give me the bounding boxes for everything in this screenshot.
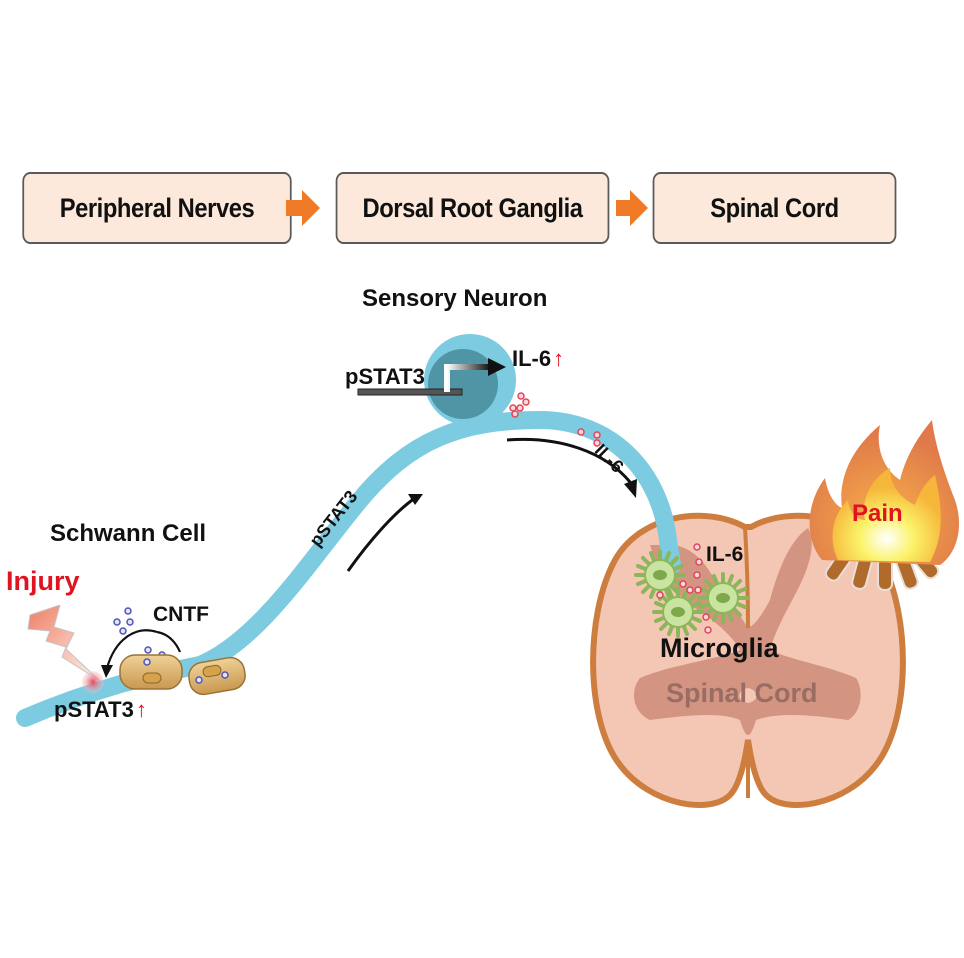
cntf-feedback-arrow [105, 629, 158, 669]
up-arrow-icon: ↑ [135, 697, 147, 722]
transcription-arrow [444, 364, 490, 392]
microglia-cell [634, 549, 686, 601]
microglia-cells [634, 549, 749, 638]
flow-step-label: Spinal Cord [710, 192, 839, 223]
transcription-arrowhead [488, 358, 506, 376]
flame-inner [832, 468, 941, 562]
flow-step-label: Peripheral Nerves [59, 192, 255, 223]
il6-vesicles [509, 392, 530, 418]
schwann-cell [188, 656, 246, 696]
flow-arrow-2 [616, 190, 648, 226]
anterograde-arrowhead [408, 494, 423, 505]
neuron-il6-text: IL-6 [512, 346, 552, 371]
neuron-pstat3-label: pSTAT3 [345, 364, 425, 389]
neuron-il6-label: IL-6↑ [512, 346, 564, 372]
schwann-nucleus [142, 672, 162, 684]
spinal-cord-grey-matter [634, 528, 861, 735]
pain-fire-icon [809, 420, 960, 591]
cord-il6-vesicles [656, 543, 712, 634]
injury-label: Injury [6, 566, 80, 596]
injury-site-icon [82, 671, 104, 693]
flow-step-label: Dorsal Root Ganglia [362, 192, 583, 223]
cord-il6-label: IL-6 [706, 543, 744, 566]
schwann-pstat3-label: pSTAT3↑ [54, 697, 147, 723]
schwann-pstat3-text: pSTAT3 [54, 697, 134, 722]
microglia-cell [697, 572, 749, 624]
anterograde-arrow [346, 496, 416, 572]
cntf-feedback-arrowhead [101, 665, 113, 678]
injury-bolt-icon [27, 605, 101, 682]
schwann-cells [101, 607, 246, 696]
microglia-label: Microglia [660, 633, 779, 663]
sensory-neuron-label: Sensory Neuron [362, 285, 548, 312]
up-arrow-icon: ↑ [553, 346, 565, 371]
schwann-cell [119, 654, 183, 690]
flow-arrow-1 [286, 190, 320, 226]
pain-label: Pain [852, 500, 903, 527]
flow-step-peripheral-nerves: Peripheral Nerves [22, 172, 292, 244]
cntf-label: CNTF [153, 603, 209, 626]
il6-transport-arrowhead [624, 479, 637, 498]
microglia-cell [652, 586, 704, 638]
axon-il6-vesicles [577, 428, 601, 447]
flow-step-dorsal-root-ganglia: Dorsal Root Ganglia [335, 172, 610, 244]
flow-step-spinal-cord: Spinal Cord [652, 172, 897, 244]
gene-line [357, 388, 463, 396]
schwann-cell-label: Schwann Cell [50, 520, 207, 547]
central-canal [739, 688, 757, 703]
il6-transport-arrow [506, 437, 632, 483]
spinal-cord-label: Spinal Cord [666, 678, 818, 708]
sensory-neuron-body [357, 334, 530, 426]
schwann-nucleus [202, 664, 222, 678]
dorsal-septum [743, 526, 750, 629]
